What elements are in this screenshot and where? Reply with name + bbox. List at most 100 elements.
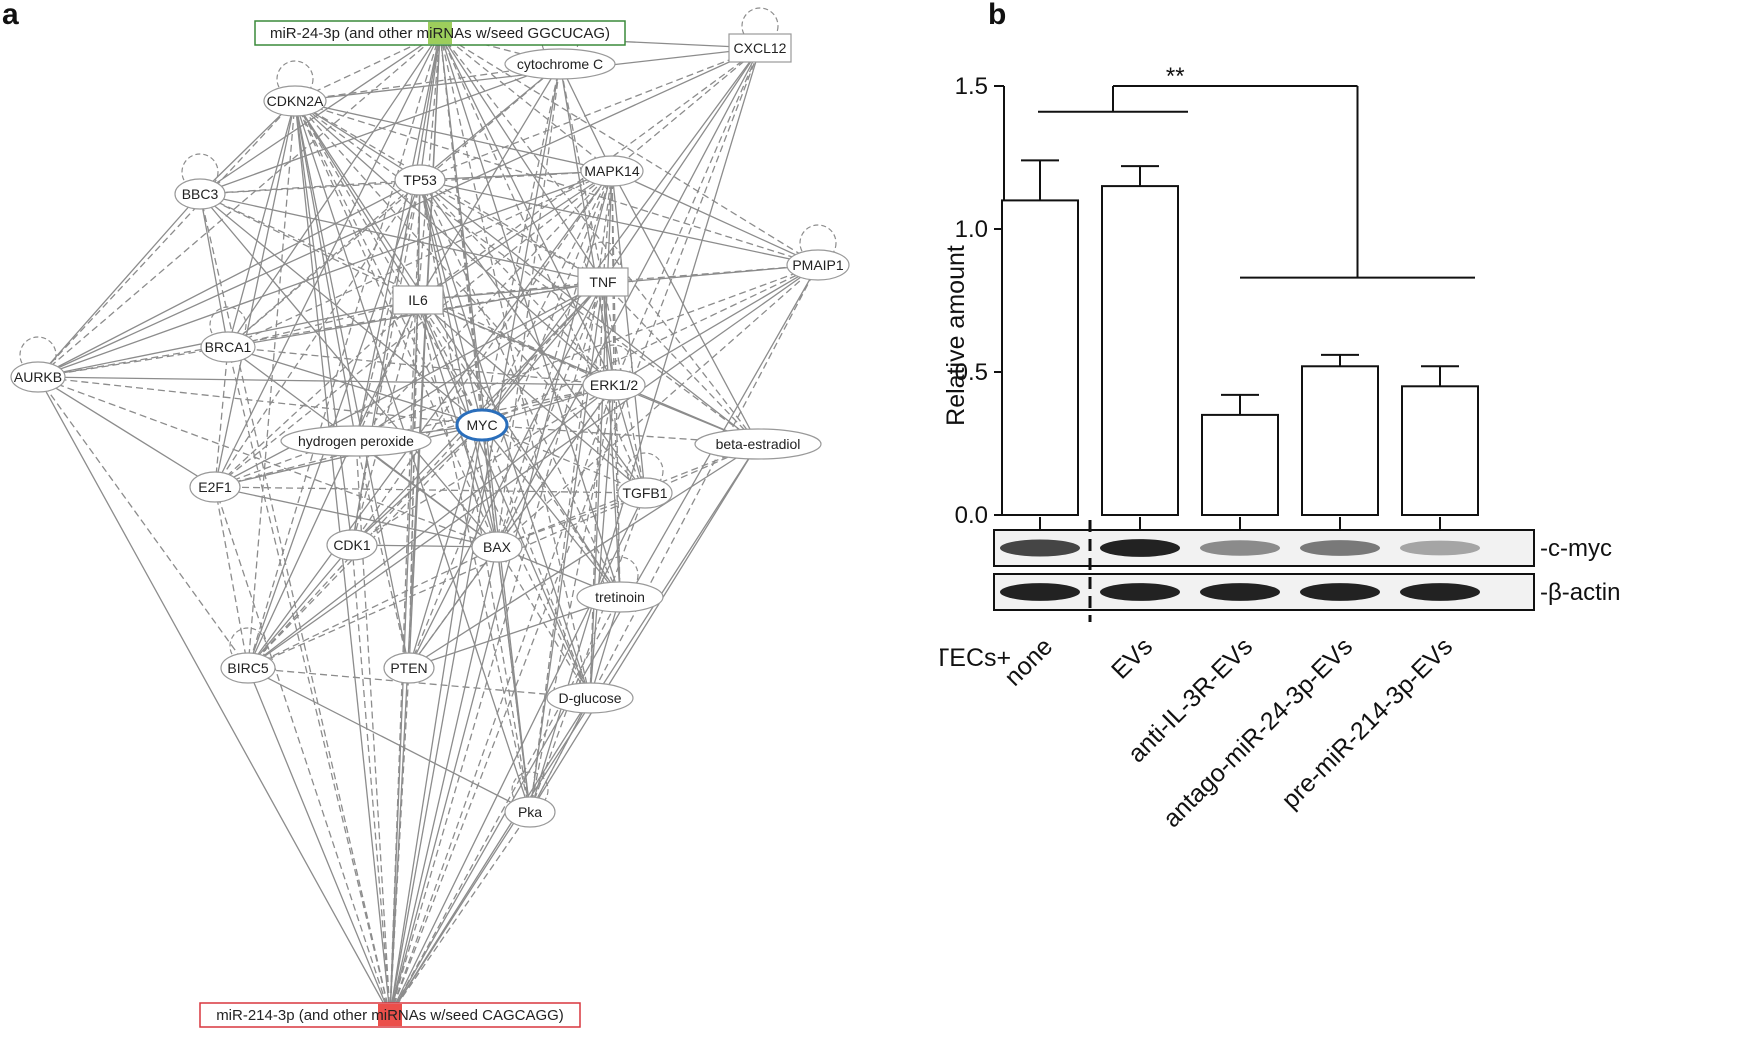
node-bax[interactable]: BAX: [471, 531, 523, 563]
blot-band: [1200, 583, 1280, 601]
network-edges: [36, 32, 820, 1017]
network-edge: [496, 62, 564, 548]
node-cdk1[interactable]: CDK1: [326, 529, 378, 561]
node-aurkb[interactable]: AURKB: [10, 361, 66, 393]
node-pmaip1[interactable]: PMAIP1: [786, 249, 850, 281]
network-nodes: miR-24-3p (and other miRNAs w/seed GGCUC…: [10, 7, 850, 1028]
node-cytc[interactable]: cytochrome C: [504, 48, 616, 80]
node-dglucose[interactable]: D-glucose: [546, 682, 634, 714]
network-edge: [419, 179, 593, 700]
node-tp53[interactable]: TP53: [394, 164, 446, 196]
network-edge: [407, 170, 613, 670]
network-edge: [36, 47, 761, 378]
node-birc5[interactable]: BIRC5: [220, 652, 276, 684]
bar-evs: [1101, 185, 1179, 516]
network-edge: [529, 443, 759, 814]
network-edge: [351, 170, 613, 547]
network-edge: [294, 100, 615, 386]
node-tretinoin[interactable]: tretinoin: [576, 581, 664, 613]
mir-24-3p-node[interactable]: miR-24-3p (and other miRNAs w/seed GGCUC…: [254, 20, 626, 46]
network-edge: [294, 100, 533, 814]
network-edge: [613, 384, 648, 495]
network-edge: [439, 32, 604, 284]
y-axis-label: Relative amount: [942, 245, 970, 426]
network-edge: [495, 281, 604, 549]
network-edge: [496, 491, 647, 548]
node-tgfb1[interactable]: TGFB1: [617, 477, 673, 509]
blot-band: [1100, 539, 1180, 557]
network-edge: [293, 97, 613, 172]
regulator-label: miR-24-3p (and other miRNAs w/seed GGCUC…: [270, 25, 610, 42]
node-il6[interactable]: IL6: [392, 285, 444, 315]
node-mapk14[interactable]: MAPK14: [580, 155, 644, 187]
network-edge: [439, 32, 820, 266]
mir-214-3p-node[interactable]: miR-214-3p (and other miRNAs w/seed CAGC…: [199, 1002, 581, 1028]
node-label: TGFB1: [622, 485, 667, 501]
network-edge: [416, 32, 441, 182]
node-myc[interactable]: MYC: [455, 408, 509, 442]
node-label: PTEN: [390, 660, 427, 676]
network-edge: [611, 47, 761, 172]
node-erk12[interactable]: ERK1/2: [582, 369, 646, 401]
network-edge: [587, 596, 621, 700]
network-edge: [439, 32, 759, 446]
network-edge: [294, 99, 483, 426]
network-edge: [247, 170, 613, 670]
blot-b-actin: [993, 573, 1535, 611]
y-tick-label: 1.0: [955, 216, 988, 243]
network-edge: [36, 371, 615, 386]
node-label: Pka: [518, 804, 542, 820]
network-edge: [247, 544, 353, 669]
network-edge: [212, 485, 391, 1016]
node-label: AURKB: [14, 369, 62, 385]
network-edge: [417, 299, 760, 446]
bar-none: [1001, 199, 1079, 516]
network-edge: [613, 384, 625, 599]
significance-label: **: [1166, 63, 1185, 90]
blot-band: [1400, 583, 1480, 601]
blot-c-myc: [993, 529, 1535, 567]
node-label: BIRC5: [227, 660, 268, 676]
network-edge: [556, 62, 615, 386]
node-cdkn2a[interactable]: CDKN2A: [263, 85, 327, 117]
network-edge: [226, 344, 483, 426]
network-edge: [294, 100, 591, 700]
network-edge: [389, 383, 616, 1016]
node-h2o2[interactable]: hydrogen peroxide: [280, 425, 432, 457]
network-edge: [294, 100, 356, 547]
node-bbc3[interactable]: BBC3: [174, 178, 226, 210]
node-tnf[interactable]: TNF: [577, 267, 629, 297]
network-edge: [559, 62, 613, 172]
network-edge: [36, 281, 604, 381]
network-edge: [585, 384, 615, 700]
node-pten[interactable]: PTEN: [383, 652, 435, 684]
node-e2f1[interactable]: E2F1: [189, 471, 241, 503]
network-edge: [213, 281, 604, 488]
network-edge: [611, 170, 650, 495]
node-label: CXCL12: [734, 40, 787, 56]
node-cxcl12[interactable]: CXCL12: [728, 33, 792, 63]
network-edge: [355, 170, 613, 442]
network-edge: [37, 193, 201, 378]
network-edge: [294, 99, 498, 548]
network-edge: [419, 179, 646, 495]
network-edge: [350, 384, 615, 546]
network-edge: [481, 424, 760, 449]
network-edge: [417, 299, 621, 599]
node-pka[interactable]: Pka: [504, 796, 556, 828]
network-edge: [613, 264, 820, 386]
node-label: PMAIP1: [792, 257, 844, 273]
network-edge: [199, 193, 498, 548]
network-edge: [613, 46, 762, 386]
network-edge: [417, 299, 646, 494]
network-edge: [227, 63, 561, 348]
node-estradiol[interactable]: beta-estradiol: [694, 428, 822, 460]
node-label: CDK1: [333, 537, 371, 553]
network-edge: [419, 179, 534, 814]
network-edge: [481, 169, 613, 426]
network-edge: [529, 264, 819, 814]
node-brca1[interactable]: BRCA1: [200, 331, 256, 363]
node-label: tretinoin: [595, 589, 645, 605]
network-edge: [407, 443, 759, 669]
